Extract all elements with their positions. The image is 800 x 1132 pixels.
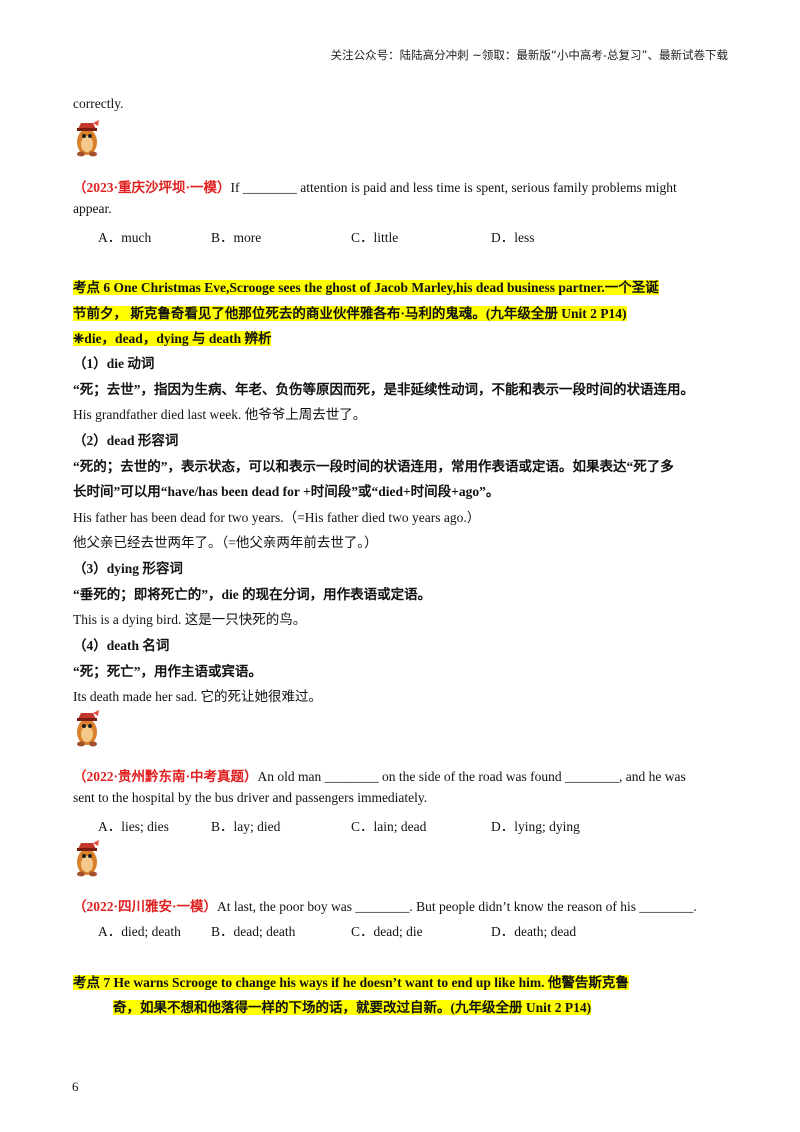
q1-source: （2023·重庆沙坪坝·一模） xyxy=(73,180,231,195)
s4-title: （4）death 名词 xyxy=(73,638,170,653)
s1-example: His grandfather died last week. 他爷爷上周去世了… xyxy=(73,407,367,422)
s1-desc: “死；去世”，指因为生病、年老、负伤等原因而死，是非延续性动词，不能和表示一段时… xyxy=(73,382,694,397)
s2-desc2: 长时间”可以用“have/has been dead for +时间段”或“di… xyxy=(73,484,500,499)
s3-desc: “垂死的；即将死亡的”，die 的现在分词，用作表语或定语。 xyxy=(73,587,432,602)
q1-option-b: B．more xyxy=(211,230,262,245)
q1-stem: If ________ attention is paid and less t… xyxy=(230,180,677,195)
q2-stem-line2: sent to the hospital by the bus driver a… xyxy=(73,790,428,805)
top-text: correctly. xyxy=(73,96,124,111)
q2-source: （2022·贵州黔东南·中考真题） xyxy=(73,769,258,784)
q3-option-a: A．died; death xyxy=(98,924,181,939)
s4-example: Its death made her sad. 它的死让她很难过。 xyxy=(73,689,322,704)
kp6-line2: 节前夕， 斯克鲁奇看见了他那位死去的商业伙伴雅各布·马利的鬼魂。(九年级全册 U… xyxy=(73,306,627,321)
q3-stem: At last, the poor boy was ________. But … xyxy=(217,899,697,914)
kp7-line1: 考点 7 He warns Scrooge to change his ways… xyxy=(73,975,629,990)
q2-option-b: B．lay; died xyxy=(211,819,281,834)
mascot-icon xyxy=(77,120,99,157)
q2-options: A．lies; dies B．lay; died C．lain; dead D．… xyxy=(0,815,800,834)
q1-stem-line1: （2023·重庆沙坪坝·一模）If ________ attention is … xyxy=(73,176,677,196)
s2-desc1: “死的；去世的”，表示状态，可以和表示一段时间的状语连用，常用作表语或定语。如果… xyxy=(73,459,674,474)
s1-title: （1）die 动词 xyxy=(73,356,155,371)
q2-stem-line1: （2022·贵州黔东南·中考真题）An old man ________ on … xyxy=(73,765,686,785)
q3-options: A．died; death B．dead; death C．dead; die … xyxy=(0,920,800,939)
q2-option-d: D．lying; dying xyxy=(491,819,580,834)
q1-options: A．much B．more C．little D．less xyxy=(0,226,800,245)
q2-stem: An old man ________ on the side of the r… xyxy=(257,769,686,784)
q3-stem-line1: （2022·四川雅安·一模）At last, the poor boy was … xyxy=(73,895,697,915)
s2-example2: 他父亲已经去世两年了。（=他父亲两年前去世了。） xyxy=(73,535,378,550)
page-number: 6 xyxy=(72,1079,79,1094)
s3-title: （3）dying 形容词 xyxy=(73,561,183,576)
s2-example1: His father has been dead for two years.（… xyxy=(73,510,481,525)
q3-option-b: B．dead; death xyxy=(211,924,296,939)
q2-option-c: C．lain; dead xyxy=(351,819,427,834)
q1-stem-line2: appear. xyxy=(73,201,112,216)
kp6-line3: ❈die，dead，dying 与 death 辨析 xyxy=(73,331,272,346)
q1-option-c: C．little xyxy=(351,230,399,245)
q3-option-c: C．dead; die xyxy=(351,924,423,939)
mascot-icon xyxy=(77,840,99,877)
q3-source: （2022·四川雅安·一模） xyxy=(73,899,218,914)
q3-option-d: D．death; dead xyxy=(491,924,577,939)
s2-title: （2）dead 形容词 xyxy=(73,433,179,448)
s4-desc: “死；死亡”，用作主语或宾语。 xyxy=(73,664,262,679)
q2-option-a: A．lies; dies xyxy=(98,819,169,834)
s3-example: This is a dying bird. 这是一只快死的鸟。 xyxy=(73,612,307,627)
mascot-icon xyxy=(77,710,99,747)
q1-option-a: A．much xyxy=(98,230,152,245)
q1-option-d: D．less xyxy=(491,230,535,245)
kp7-line2: 奇，如果不想和他落得一样的下场的话，就要改过自新。(九年级全册 Unit 2 P… xyxy=(113,1000,592,1015)
kp6-line1: 考点 6 One Christmas Eve,Scrooge sees the … xyxy=(73,280,659,295)
page-header: 关注公众号：陆陆高分冲刺 ~领取：最新版“小中高考-总复习”、最新试卷下载 xyxy=(330,48,728,62)
